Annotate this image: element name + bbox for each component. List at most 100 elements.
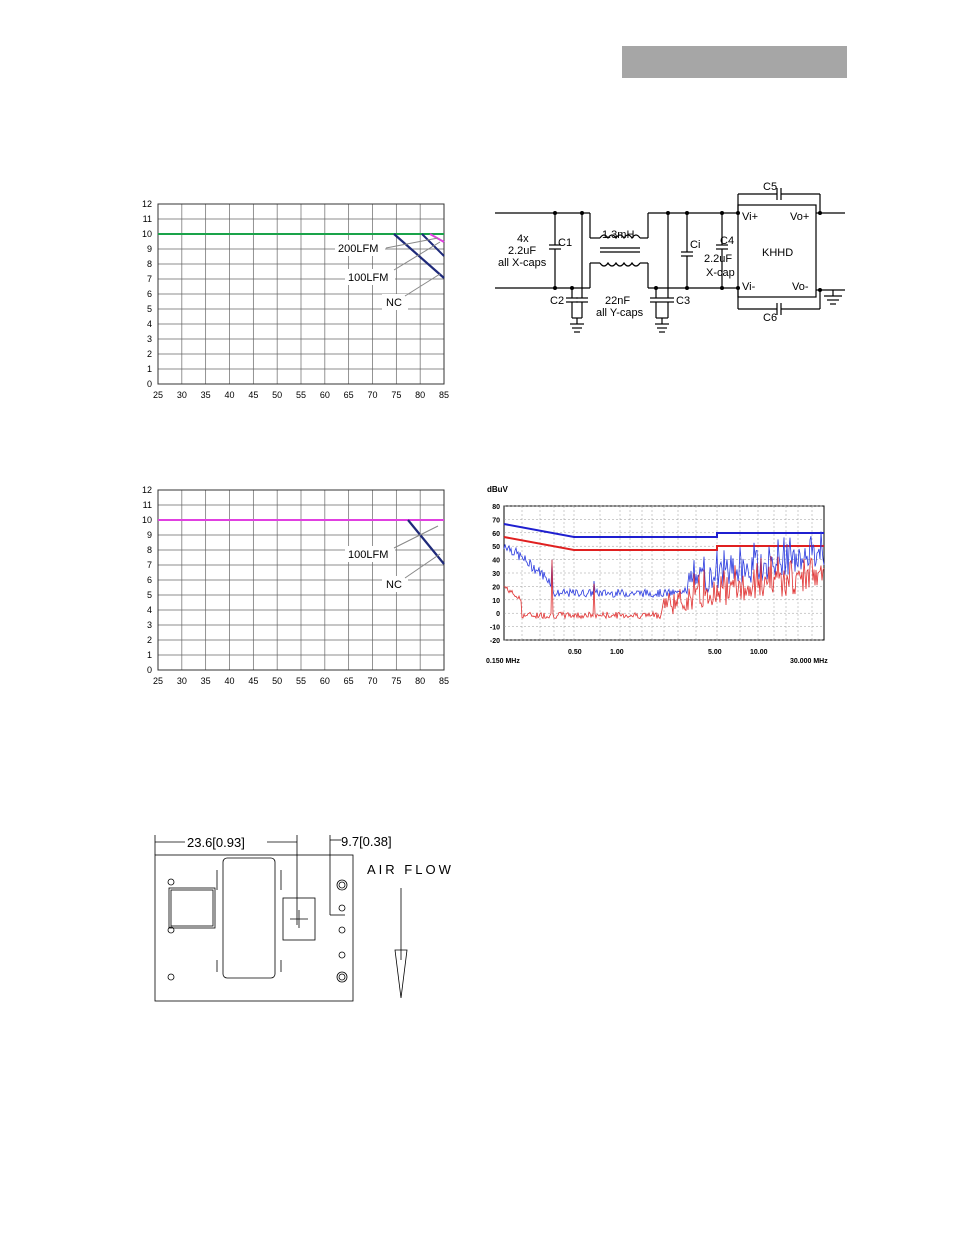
c3-label: C3 — [676, 295, 690, 307]
x-tick-label: 60 — [320, 676, 330, 686]
dimension-width: 23.6[0.93] — [187, 835, 245, 850]
emi-x-label: 1.00 — [610, 649, 624, 656]
x-tick-label: 25 — [153, 676, 163, 686]
y-tick-label: 7 — [147, 274, 152, 284]
filter-schematic: 4x 2.2uF all X-caps C1 1.3mH Ci C4 2.2uF… — [495, 181, 845, 333]
emi-x-label: 5.00 — [708, 649, 722, 656]
mechanical-drawing: 23.6[0.93] 9.7[0.38] AIR FLOW — [154, 834, 451, 1002]
annotation-200lfm: 200LFM — [335, 237, 439, 256]
emi-unit-label: dBuV — [487, 485, 509, 494]
x-tick-label: 30 — [177, 676, 187, 686]
c4-value: 2.2uF — [704, 253, 732, 265]
x-caps-value: 2.2uF — [508, 245, 536, 257]
ci-label: Ci — [690, 239, 700, 251]
x-tick-label: 55 — [296, 390, 306, 400]
inductor-label: 1.3mH — [602, 229, 634, 241]
y-tick-label: 3 — [147, 334, 152, 344]
annotation-100lfm: 100LFM — [345, 241, 441, 285]
c1-label: C1 — [558, 237, 572, 249]
emi-y-tick: 20 — [492, 584, 500, 591]
vo-minus-label: Vo- — [792, 281, 809, 293]
emi-y-tick: -20 — [490, 638, 500, 645]
x-tick-label: 80 — [415, 390, 425, 400]
y-tick-label: 6 — [147, 289, 152, 299]
y-tick-label: 2 — [147, 349, 152, 359]
x-tick-label: 70 — [367, 676, 377, 686]
module-label: KHHD — [762, 247, 793, 259]
y-tick-label: 7 — [147, 560, 152, 570]
emi-x-label: 30.000 MHz — [790, 658, 828, 665]
y-tick-label: 4 — [147, 319, 152, 329]
x-tick-label: 45 — [248, 390, 258, 400]
x-tick-label: 85 — [439, 390, 449, 400]
annotation-label: NC — [386, 297, 402, 309]
y-tick-label: 11 — [143, 500, 152, 510]
x-caps-note: all X-caps — [498, 257, 547, 269]
y-tick-label: 11 — [143, 214, 152, 224]
x-tick-label: 75 — [391, 390, 401, 400]
x-tick-label: 70 — [367, 390, 377, 400]
emi-y-tick: 80 — [492, 504, 500, 511]
emi-y-tick: -10 — [490, 625, 500, 632]
nc-curve — [393, 233, 445, 279]
plot-frame — [157, 489, 445, 671]
annotation-nc: NC — [382, 273, 441, 310]
vo-plus-label: Vo+ — [790, 211, 809, 223]
annotation-label: NC — [386, 579, 402, 591]
y-tick-label: 12 — [142, 199, 152, 209]
y-tick-label: 5 — [147, 590, 152, 600]
x-tick-label: 30 — [177, 390, 187, 400]
annotation-label: 100LFM — [348, 549, 388, 561]
x-tick-label: 40 — [224, 676, 234, 686]
annotation-100lfm: 100LFM — [345, 525, 439, 562]
emi-y-tick: 10 — [492, 598, 500, 605]
y-tick-label: 9 — [147, 244, 152, 254]
y-tick-label: 5 — [147, 304, 152, 314]
y-tick-label: 0 — [147, 379, 152, 389]
x-tick-label: 80 — [415, 676, 425, 686]
x-tick-label: 75 — [391, 676, 401, 686]
y-tick-label: 6 — [147, 575, 152, 585]
vi-minus-label: Vi- — [742, 281, 756, 293]
limit-qp-line — [503, 523, 824, 538]
dimension-offset: 9.7[0.38] — [341, 834, 392, 849]
emi-x-label: 0.150 MHz — [486, 658, 520, 665]
y-tick-label: 2 — [147, 635, 152, 645]
emi-y-tick: 60 — [492, 531, 500, 538]
emi-x-label: 10.00 — [750, 649, 768, 656]
annotation-nc: NC — [382, 553, 441, 592]
annotation-label: 100LFM — [348, 272, 388, 284]
x-tick-label: 65 — [344, 676, 354, 686]
x-tick-label: 35 — [201, 390, 211, 400]
emi-y-tick: 40 — [492, 558, 500, 565]
x-tick-label: 85 — [439, 676, 449, 686]
measured-trace-red — [503, 555, 825, 620]
y-caps-value: 22nF — [605, 295, 630, 307]
c6-label: C6 — [763, 312, 777, 324]
header-bar — [622, 46, 847, 78]
x-tick-label: 25 — [153, 390, 163, 400]
x-tick-label: 50 — [272, 390, 282, 400]
x-tick-label: 50 — [272, 676, 282, 686]
c4-type: X-cap — [706, 267, 735, 279]
y-tick-label: 3 — [147, 620, 152, 630]
x-tick-label: 65 — [344, 390, 354, 400]
x-tick-label: 55 — [296, 676, 306, 686]
y-tick-label: 9 — [147, 530, 152, 540]
y-tick-label: 4 — [147, 605, 152, 615]
plot-frame — [157, 203, 445, 385]
y-tick-label: 1 — [147, 364, 152, 374]
c4-label: C4 — [720, 235, 734, 247]
annotation-label: 200LFM — [338, 243, 378, 255]
emi-x-label: 0.50 — [568, 649, 582, 656]
emi-y-tick: 50 — [492, 544, 500, 551]
x-tick-label: 35 — [201, 676, 211, 686]
emi-y-tick: 0 — [496, 611, 500, 618]
y-tick-label: 12 — [142, 485, 152, 495]
lfm100-curve — [421, 233, 445, 257]
emi-y-tick: 70 — [492, 517, 500, 524]
y-caps-note: all Y-caps — [596, 307, 644, 319]
x-tick-label: 45 — [248, 676, 258, 686]
